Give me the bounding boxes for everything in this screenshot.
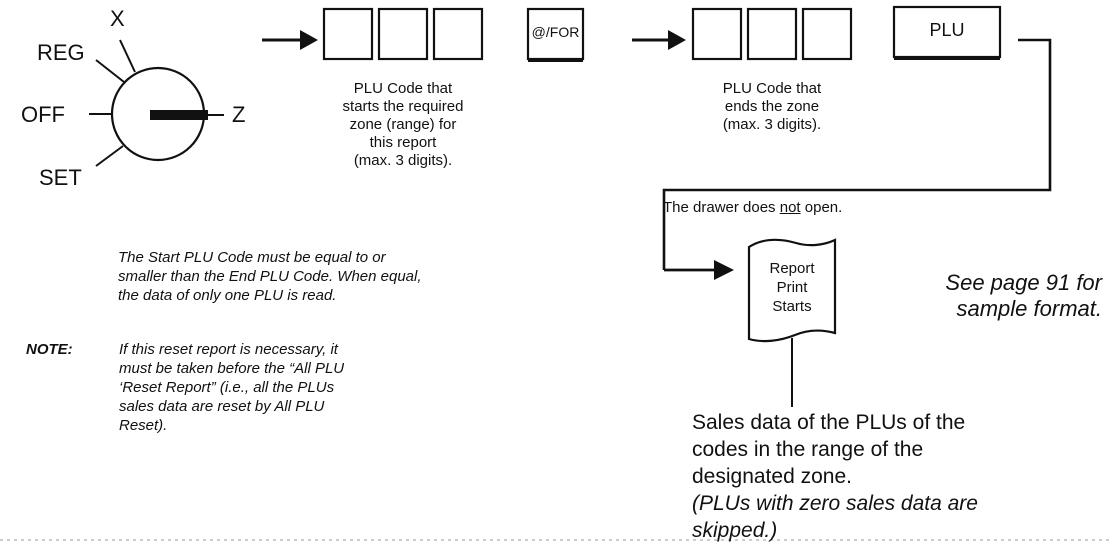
mode-switch-dial	[89, 39, 224, 167]
start-end-rule-text: The Start PLU Code must be equal to or s…	[118, 249, 422, 304]
mode-label-off: OFF	[21, 102, 65, 127]
end-code-keys	[691, 7, 853, 61]
plu-key-label: PLU	[929, 20, 965, 40]
note-label: NOTE:	[26, 341, 73, 358]
zero-sales-skip-note: (PLUs with zero sales data are skipped.)	[692, 492, 978, 542]
start-code-keys	[322, 7, 484, 61]
mode-label-set: SET	[39, 165, 82, 190]
dial-tick-set	[95, 145, 124, 167]
dial-tick-x	[119, 39, 136, 73]
end-code-caption: PLU Code that ends the zone (max. 3 digi…	[722, 80, 822, 133]
connector-to-report	[662, 38, 1052, 280]
sales-data-description: Sales data of the PLUs of the codes in t…	[692, 409, 1102, 544]
mode-label-reg: REG	[37, 40, 85, 65]
mode-label-x: X	[110, 6, 125, 31]
arrow-to-end-keys	[632, 30, 686, 50]
start-digit-key-1	[322, 7, 374, 61]
note-text: If this reset report is necessary, it mu…	[119, 341, 345, 434]
for-key-box	[526, 7, 585, 61]
report-print-slip	[747, 238, 837, 343]
dial-tick-reg	[95, 59, 125, 83]
for-key-label: @/FOR	[531, 24, 580, 40]
start-code-caption: PLU Code that starts the required zone (…	[342, 80, 464, 169]
start-digit-key-3	[432, 7, 484, 61]
end-digit-key-1	[691, 7, 743, 61]
end-digit-key-2	[746, 7, 798, 61]
end-digit-key-3	[801, 7, 853, 61]
drawer-status: The drawer does not open.	[663, 199, 843, 216]
sample-format-reference: See page 91 for sample format.	[945, 270, 1102, 321]
start-digit-key-2	[377, 7, 429, 61]
report-slip-text: Report Print Starts	[769, 260, 815, 315]
mode-label-z: Z	[232, 102, 246, 127]
arrow-to-start-keys	[262, 30, 318, 50]
